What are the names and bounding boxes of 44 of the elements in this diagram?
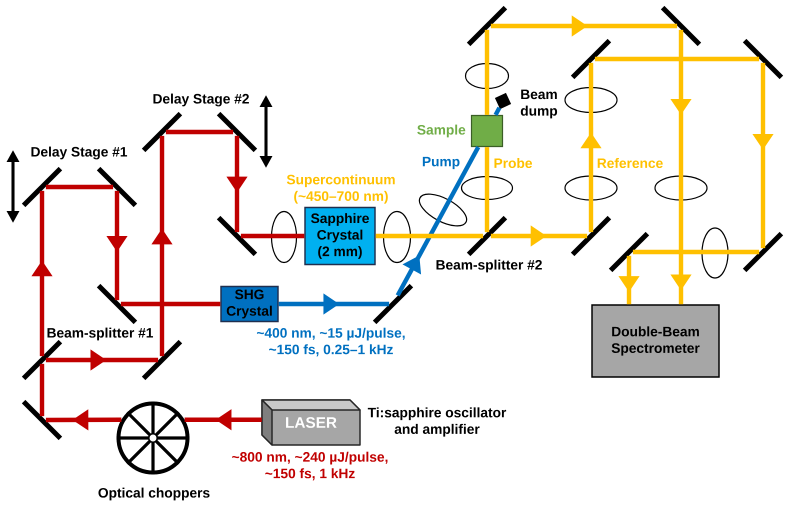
mirror: [216, 112, 258, 152]
beam-line: [40, 364, 44, 416]
beam-line: [484, 147, 490, 232]
mirror: [742, 232, 784, 272]
chopper-label: Optical choppers: [98, 488, 210, 500]
beam-line: [494, 106, 502, 116]
mirror: [608, 232, 650, 272]
beam-line: [120, 302, 220, 306]
mirror: [142, 340, 182, 380]
beam-splitter-label: Beam-splitter #1: [48, 328, 154, 340]
beam-label: Supercontinuum (~450–700 nm): [286, 174, 395, 204]
laser-label: Ti:sapphire oscillator and amplifier: [368, 407, 506, 437]
beam-line: [484, 30, 490, 115]
beam-line: [166, 130, 234, 134]
beam-label: Reference: [598, 158, 663, 168]
mirror: [142, 112, 182, 152]
spectrometer-box: Double-Beam Spectrometer: [591, 304, 720, 378]
beam-line: [632, 250, 760, 254]
mirror: [570, 38, 612, 80]
mirror: [570, 216, 612, 256]
beam-label: Pump: [422, 156, 460, 170]
laser-box: LASER: [261, 399, 361, 446]
mirror: [22, 166, 62, 208]
stage-label: Delay Stage #2: [153, 94, 249, 106]
mirror: [216, 216, 258, 256]
beam-parameters: ~800 nm, ~240 µJ/pulse, ~150 fs, 1 kHz: [232, 452, 388, 480]
mirror: [96, 166, 138, 208]
mirror: [466, 6, 508, 46]
beam-arrow: [396, 146, 480, 296]
beam-parameters: ~400 nm, ~15 µJ/pulse, ~150 fs, 0.25–1 kHz: [256, 328, 405, 356]
stage-label: Delay Stage #1: [31, 146, 128, 160]
beam-line: [46, 184, 114, 190]
mirror: [372, 284, 414, 324]
sample-label: Sample: [417, 124, 466, 138]
beam-dump-label: Beam dump: [520, 90, 558, 118]
crystal-box: Sapphire Crystal (2 mm): [304, 206, 376, 266]
beam-label: Probe: [494, 158, 532, 168]
beam-splitter-label: Beam-splitter #2: [436, 260, 542, 272]
crystal-box: SHG Crystal: [220, 286, 279, 322]
mirror: [96, 284, 138, 324]
mirror: [22, 400, 62, 440]
beam-line: [594, 56, 760, 62]
mirror: [660, 6, 702, 46]
mirror: [742, 38, 784, 80]
